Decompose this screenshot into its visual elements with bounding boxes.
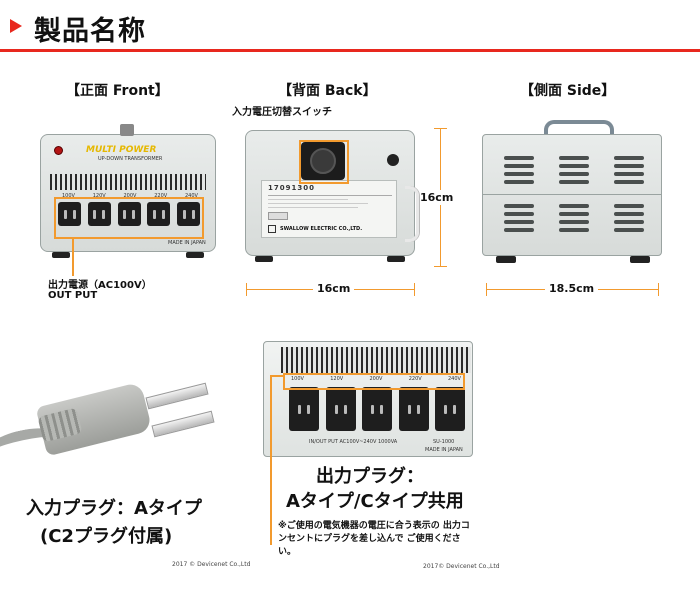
vent-group <box>504 156 534 184</box>
device-foot <box>387 256 405 262</box>
outlet <box>117 202 141 226</box>
serial-number: 17091300 <box>268 184 315 192</box>
power-lamp-icon <box>54 146 63 155</box>
vent-group <box>614 204 644 232</box>
back-device: 17091300 SWALLOW ELECTRIC CO.,LTD. <box>245 126 419 266</box>
carry-handle <box>544 120 614 138</box>
device-foot <box>630 256 650 263</box>
voltage-label: 120V <box>330 376 344 382</box>
power-cord <box>405 186 419 242</box>
made-in-label: MADE IN JAPAN <box>168 240 206 246</box>
header-divider <box>0 49 700 52</box>
outlet <box>87 202 111 226</box>
vent-group <box>504 204 534 232</box>
device-foot <box>255 256 273 262</box>
input-plug-note: (C2プラグ付属) <box>40 526 173 547</box>
voltage-label: 240V <box>185 193 198 199</box>
page-title: 製品名称 <box>34 16 146 47</box>
vent-group <box>559 204 589 232</box>
output-plug-type: Aタイプ/Cタイプ共用 <box>286 491 464 512</box>
plug-copyright: 2017 © Devicenet Co.,Ltd <box>172 561 251 568</box>
back-view-label: 【背面 Back】 <box>278 83 377 99</box>
closeup-grille <box>281 347 471 373</box>
voltage-label: 200V <box>369 376 383 382</box>
input-plug-label: 入力プラグ：Aタイプ <box>26 498 202 519</box>
voltage-label: 240V <box>448 376 461 382</box>
side-view-label: 【側面 Side】 <box>520 83 616 99</box>
front-view-label: 【正面 Front】 <box>66 83 169 99</box>
outlet <box>435 387 465 431</box>
outlet <box>177 202 200 226</box>
brand-subtitle: UP-DOWN TRANSFORMER <box>98 156 163 162</box>
outlet <box>147 202 171 226</box>
usage-note: ※ご使用の電気機器の電圧に合う表示の 出力コンセントにプラグを差し込んで ご使用… <box>278 521 470 557</box>
rating-plate: 17091300 SWALLOW ELECTRIC CO.,LTD. <box>261 180 397 238</box>
switch-highlight <box>299 140 349 184</box>
switch-label: 入力電圧切替スイッチ <box>232 107 332 118</box>
front-device: MULTI POWER UP-DOWN TRANSFORMER 100V 120… <box>40 122 216 260</box>
vent-group <box>559 156 589 184</box>
voltage-label: 100V <box>62 193 75 199</box>
outlet <box>325 387 356 431</box>
brand-logo: MULTI POWER <box>86 145 157 155</box>
closeup-copyright: 2017© Devicenet Co.,Ltd <box>423 563 500 570</box>
height-dimension-label: 16cm <box>420 190 454 205</box>
width-dimension-label: 16cm <box>313 282 355 295</box>
outlet-highlight <box>54 197 204 239</box>
rating-text: IN/OUT PUT AC100V~240V 1000VA <box>309 439 398 445</box>
voltage-label: 100V <box>291 376 304 382</box>
output-label-en: OUT PUT <box>48 290 98 301</box>
made-in-label: MADE IN JAPAN <box>425 447 463 453</box>
outlet <box>289 387 319 431</box>
maker-label: SWALLOW ELECTRIC CO.,LTD. <box>280 226 363 232</box>
depth-dimension-label: 18.5cm <box>545 282 599 295</box>
outlet <box>58 202 81 226</box>
device-foot <box>496 256 516 263</box>
fuse-holder <box>387 154 399 166</box>
header-arrow-icon <box>10 19 22 33</box>
outlet-callout-line <box>72 239 74 276</box>
vent-group <box>614 156 644 184</box>
outlet-closeup: 100V 120V 200V 220V 240V IN/OUT PUT AC10… <box>263 341 473 457</box>
plug-prong <box>151 410 215 438</box>
device-foot <box>186 252 204 258</box>
voltage-highlight <box>283 373 465 390</box>
voltage-label: 220V <box>408 376 422 382</box>
device-foot <box>52 252 70 258</box>
voltage-label: 120V <box>92 193 106 199</box>
voltage-switch <box>301 142 345 180</box>
closeup-callout-line <box>270 375 272 545</box>
voltage-label: 220V <box>154 193 168 199</box>
model-label: SU-1000 <box>433 439 455 445</box>
output-label: 出力電源（AC100V） <box>48 280 152 291</box>
input-plug-image <box>0 370 240 480</box>
outlet <box>362 387 392 431</box>
front-grille <box>50 174 206 190</box>
outlet <box>398 387 429 431</box>
output-plug-label: 出力プラグ： <box>316 466 424 487</box>
voltage-label: 200V <box>123 193 137 199</box>
handle-screw <box>120 124 134 136</box>
plug-prong <box>145 382 209 410</box>
side-device <box>482 120 662 270</box>
